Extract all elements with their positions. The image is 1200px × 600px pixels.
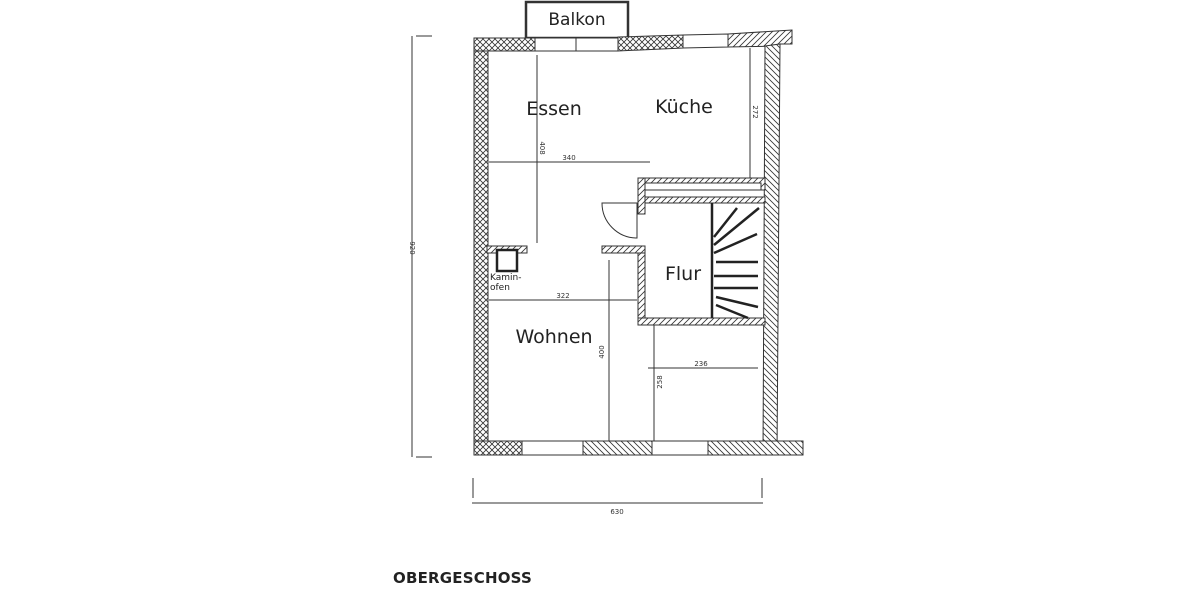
- dim-lower-right-height: 258: [656, 375, 664, 388]
- dim-kueche-height: 272: [751, 105, 759, 118]
- dim-lower-right-width: 236: [694, 360, 708, 368]
- fireplace-stove: Kamin- ofen: [486, 245, 528, 293]
- dim-essen-height: 408: [538, 141, 546, 154]
- dim-total-width: 630: [610, 508, 623, 516]
- room-label-essen: Essen: [526, 98, 582, 120]
- dim-wohnen-height: 400: [598, 345, 606, 358]
- room-label-balkon: Balkon: [548, 10, 605, 30]
- room-label-flur: Flur: [665, 263, 701, 285]
- balcony: Balkon: [524, 0, 630, 40]
- dim-essen-width: 340: [562, 154, 575, 162]
- dimension-lines: [411, 35, 763, 504]
- kaminofen-label-2: ofen: [490, 283, 510, 293]
- dim-total-height: 920: [408, 241, 416, 254]
- hallway-core: Flur: [601, 177, 766, 326]
- exterior-walls: [473, 29, 804, 456]
- room-label-kueche: Küche: [655, 96, 713, 118]
- dim-wohnen-width: 322: [556, 292, 569, 300]
- floor-title: OBERGESCHOSS: [393, 569, 532, 587]
- room-label-wohnen: Wohnen: [515, 326, 592, 348]
- staircase: [710, 203, 760, 320]
- kaminofen-label-1: Kamin-: [490, 273, 521, 283]
